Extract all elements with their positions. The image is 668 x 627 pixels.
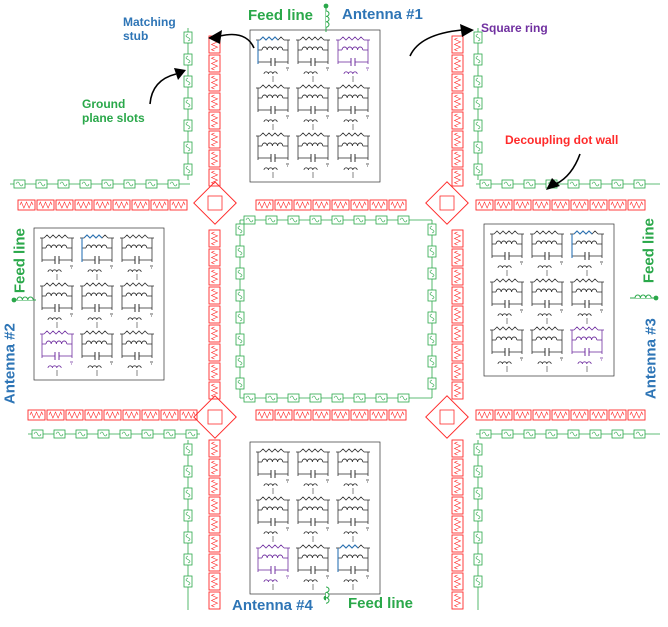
feed-line-left xyxy=(11,296,36,303)
ground-slot-ring-top xyxy=(240,215,432,225)
wall-corner-junction-3 xyxy=(193,395,237,439)
feed-line-left-label: Feed line xyxy=(11,228,29,294)
feed-line-right-label: Feed line xyxy=(640,218,658,284)
decoupling-wall-right-middle xyxy=(451,229,464,400)
feed-line-bottom xyxy=(323,586,330,604)
ground-slot-ring-left xyxy=(235,220,245,398)
antenna-2-circuit xyxy=(33,227,165,381)
decoupling-wall-top-middle xyxy=(255,199,407,211)
matching-stub-element xyxy=(337,544,359,572)
ground-slot-ring-right xyxy=(427,220,437,398)
ground-slot-right-lower xyxy=(476,429,660,439)
feed-line-top xyxy=(323,3,330,32)
matching-stub-element xyxy=(257,36,279,64)
wall-corner-junction-2 xyxy=(425,181,469,225)
decoupling-wall-left-lower xyxy=(208,439,221,610)
arrow-matching-stub xyxy=(208,30,255,49)
antenna-4-label: Antenna #4 xyxy=(232,597,313,614)
ground-slot-lower-left xyxy=(183,440,193,610)
arrow-decoupling-dot-wall xyxy=(546,153,581,190)
feed-line-bottom-label: Feed line xyxy=(348,595,414,612)
antenna-3-circuit xyxy=(483,223,615,377)
decoupling-wall-right-lower xyxy=(451,439,464,610)
arrow-square-ring xyxy=(409,24,474,57)
decoupling-dot-wall-label: Decoupling dot wall xyxy=(505,133,619,147)
decoupling-wall-top-right xyxy=(475,199,646,211)
ground-plane-slots-label: Ground plane slots xyxy=(82,97,145,125)
matching-stub-label: Matching stub xyxy=(123,15,176,43)
feed-line-right xyxy=(630,294,659,301)
antenna-1-label: Antenna #1 xyxy=(342,6,423,23)
ground-slot-upper-left xyxy=(183,28,193,180)
wall-corner-junction-4 xyxy=(425,395,469,439)
ground-slot-right-upper xyxy=(476,179,660,189)
antenna-2-label: Antenna #2 xyxy=(1,323,19,405)
feed-line-top-label: Feed line xyxy=(248,7,314,24)
decoupling-wall-bottom-middle xyxy=(255,409,407,421)
decoupling-wall-top-left xyxy=(17,199,188,211)
matching-stub-element xyxy=(571,230,593,258)
ground-slot-lower-right xyxy=(473,440,483,610)
antenna-3-label: Antenna #3 xyxy=(642,318,660,400)
antenna-4-circuit xyxy=(249,441,381,595)
wall-corner-junction-1 xyxy=(193,181,237,225)
ground-slot-upper-right xyxy=(473,28,483,180)
ground-slot-left-upper xyxy=(10,179,190,189)
decoupling-wall-left-upper xyxy=(208,35,221,187)
decoupling-wall-bottom-left xyxy=(27,409,198,421)
decoupling-wall-right-upper xyxy=(451,35,464,187)
matching-stub-element xyxy=(81,234,103,262)
decoupling-wall-left-middle xyxy=(208,229,221,400)
antenna-1-circuit xyxy=(249,29,381,183)
ground-slot-ring-bottom xyxy=(240,393,432,403)
arrow-ground-plane-slots xyxy=(149,68,186,105)
ground-slot-left-lower xyxy=(28,429,200,439)
square-ring-label: Square ring xyxy=(481,21,548,35)
decoupling-wall-bottom-right xyxy=(475,409,646,421)
